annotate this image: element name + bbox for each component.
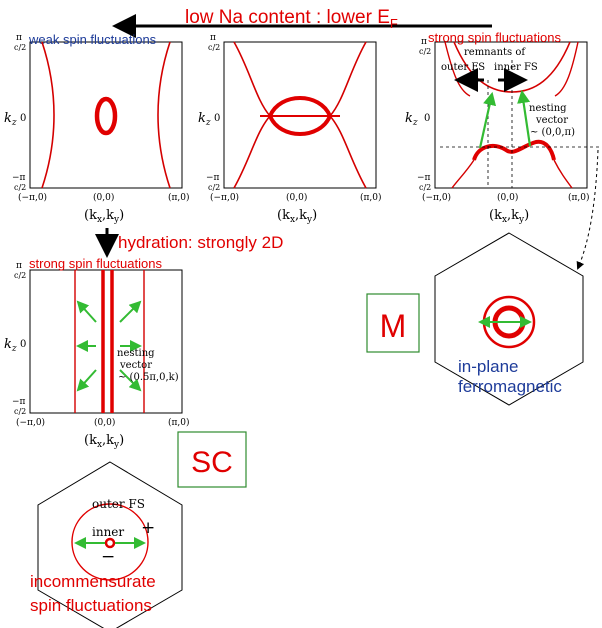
panel-4-ytick-zero: 0	[20, 339, 26, 350]
panel-4-kz: kz	[4, 337, 17, 354]
panel-3-fs-top-right	[554, 41, 579, 97]
panel-1-xtick-left: (−π,0)	[18, 192, 47, 203]
panel-3: strong spin fluctuations remnants of out…	[405, 30, 600, 225]
hydration-label: hydration: strongly 2D	[118, 233, 283, 252]
hexagon-m-outline	[434, 232, 584, 406]
panel-1-xlabel: (kx,ky)	[84, 208, 124, 225]
panel-3-vector: vector	[535, 115, 568, 126]
panel-3-ytick-top-den: c/2	[419, 47, 431, 56]
panel-4-nesting-arrow-5	[76, 369, 97, 392]
panel-3-fs-bottom-left	[451, 159, 475, 189]
panel-1: weak spin fluctuations π c/2 kz 0 −π c/2…	[4, 32, 190, 225]
panel-1-ytick-bot-den: c/2	[14, 183, 26, 192]
panel-1-ytick-top: π	[16, 33, 22, 43]
panel-3-remnants: remnants of	[464, 47, 526, 58]
panel-3-nesting-arrow-right	[517, 89, 532, 147]
panel-1-fs-left	[41, 41, 55, 189]
panel-2-xtick-mid: (0,0)	[286, 192, 307, 203]
panel-3-fs-bottom-right	[553, 159, 573, 189]
panel-1-ytick-top-den: c/2	[14, 43, 26, 52]
panel-4-vector: vector	[119, 360, 152, 371]
panel-2-ytick-top-den: c/2	[208, 43, 220, 52]
panel-3-ytick-bot: −π	[417, 173, 431, 183]
panel-3-to-m-arrow	[576, 149, 599, 270]
panel-2-xlabel: (kx,ky)	[277, 208, 317, 225]
panel-3-ytick-top: π	[421, 37, 427, 47]
panel-1-fs-right	[157, 41, 171, 189]
incomm-line2: spin fluctuations	[30, 596, 152, 615]
panel-3-nesting: nesting	[529, 103, 567, 114]
m-label: M	[380, 308, 407, 344]
panel-4-ytick-top-den: c/2	[14, 271, 26, 280]
panel-1-kz: kz	[4, 111, 17, 128]
panel-3-xlabel: (kx,ky)	[489, 208, 529, 225]
panel-3-xtick-left: (−π,0)	[422, 192, 451, 203]
panel-3-kz: kz	[405, 111, 418, 128]
panel-4-caption: strong spin fluctuations	[29, 256, 162, 271]
panel-4-xtick-right: (π,0)	[168, 417, 190, 428]
panel-2-ytick-bot-den: c/2	[208, 183, 220, 192]
panel-2-kz: kz	[198, 111, 211, 128]
panel-2-frame	[223, 41, 377, 189]
hexagon-sc-outer-label: outer FS	[92, 497, 145, 511]
panel-3-xtick-right: (π,0)	[568, 192, 590, 203]
hexagon-sc: outer FS inner + − incommensurate spin f…	[30, 461, 183, 628]
panel-4: strong spin fluctuations nesting vector …	[4, 256, 190, 450]
panel-4-ytick-top: π	[16, 261, 22, 271]
panel-4-xtick-mid: (0,0)	[94, 417, 115, 428]
sc-box	[177, 431, 247, 488]
m-box	[366, 293, 420, 353]
inplane-line1: in-plane	[458, 357, 519, 376]
panel-2-xtick-right: (π,0)	[360, 192, 382, 203]
panel-4-nesting-arrow-1	[76, 300, 97, 323]
panel-3-ytick-zero: 0	[424, 113, 430, 124]
panel-4-nesting-arrow-2	[119, 300, 142, 323]
panel-2-xtick-left: (−π,0)	[210, 192, 239, 203]
hexagon-sc-inner-label: inner	[92, 525, 124, 539]
sc-label: SC	[191, 446, 233, 479]
panel-1-frame	[29, 41, 183, 189]
hexagon-sc-outline	[37, 461, 183, 628]
panel-2: π c/2 kz 0 −π c/2 (−π,0) (0,0) (π,0) (kx…	[198, 33, 382, 225]
panel-3-frame	[434, 41, 588, 189]
panel-3-ytick-bot-den: c/2	[419, 183, 431, 192]
panel-4-nesting: nesting	[117, 348, 155, 359]
panel-1-ytick-bot: −π	[12, 173, 26, 183]
panel-1-xtick-right: (π,0)	[168, 192, 190, 203]
inplane-line2: ferromagnetic	[458, 377, 562, 396]
panel-4-frame	[29, 269, 183, 414]
hexagon-sc-plus: +	[141, 518, 155, 538]
incomm-line1: incommensurate	[30, 572, 156, 591]
hexagon-sc-inner-fs	[104, 537, 116, 549]
panel-1-fs-pocket	[94, 96, 118, 136]
header-title: low Na content : lower EF	[185, 7, 398, 31]
panel-1-xtick-mid: (0,0)	[93, 192, 114, 203]
panel-3-caption: strong spin fluctuations	[428, 30, 561, 45]
panel-4-ytick-bot: −π	[12, 397, 26, 407]
panel-3-nesting-arrow-left	[478, 91, 497, 149]
panel-3-vector-val: ~ (0,0,π)	[530, 127, 575, 138]
panel-1-ytick-zero: 0	[20, 113, 26, 124]
panel-4-nesting-arrow-6	[119, 369, 142, 392]
hexagon-m: in-plane ferromagnetic	[434, 232, 584, 406]
panel-3-fs-bottom	[472, 139, 556, 161]
panel-1-caption: weak spin fluctuations	[28, 32, 157, 47]
panel-4-xlabel: (kx,ky)	[84, 433, 124, 450]
hexagon-sc-minus: −	[101, 547, 115, 567]
panel-4-vector-val: ~ (0.5π,0,k)	[118, 372, 179, 383]
panel-2-ytick-zero: 0	[214, 113, 220, 124]
panel-2-ytick-top: π	[210, 33, 216, 43]
hexagon-sc-outer-fs	[71, 503, 149, 581]
panel-4-ytick-bot-den: c/2	[14, 407, 26, 416]
panel-2-ytick-bot: −π	[206, 173, 220, 183]
panel-4-xtick-left: (−π,0)	[16, 417, 45, 428]
panel-3-xtick-mid: (0,0)	[497, 192, 518, 203]
panel-3-outer: outer FS	[441, 62, 485, 73]
panel-3-inner: inner FS	[494, 62, 538, 73]
